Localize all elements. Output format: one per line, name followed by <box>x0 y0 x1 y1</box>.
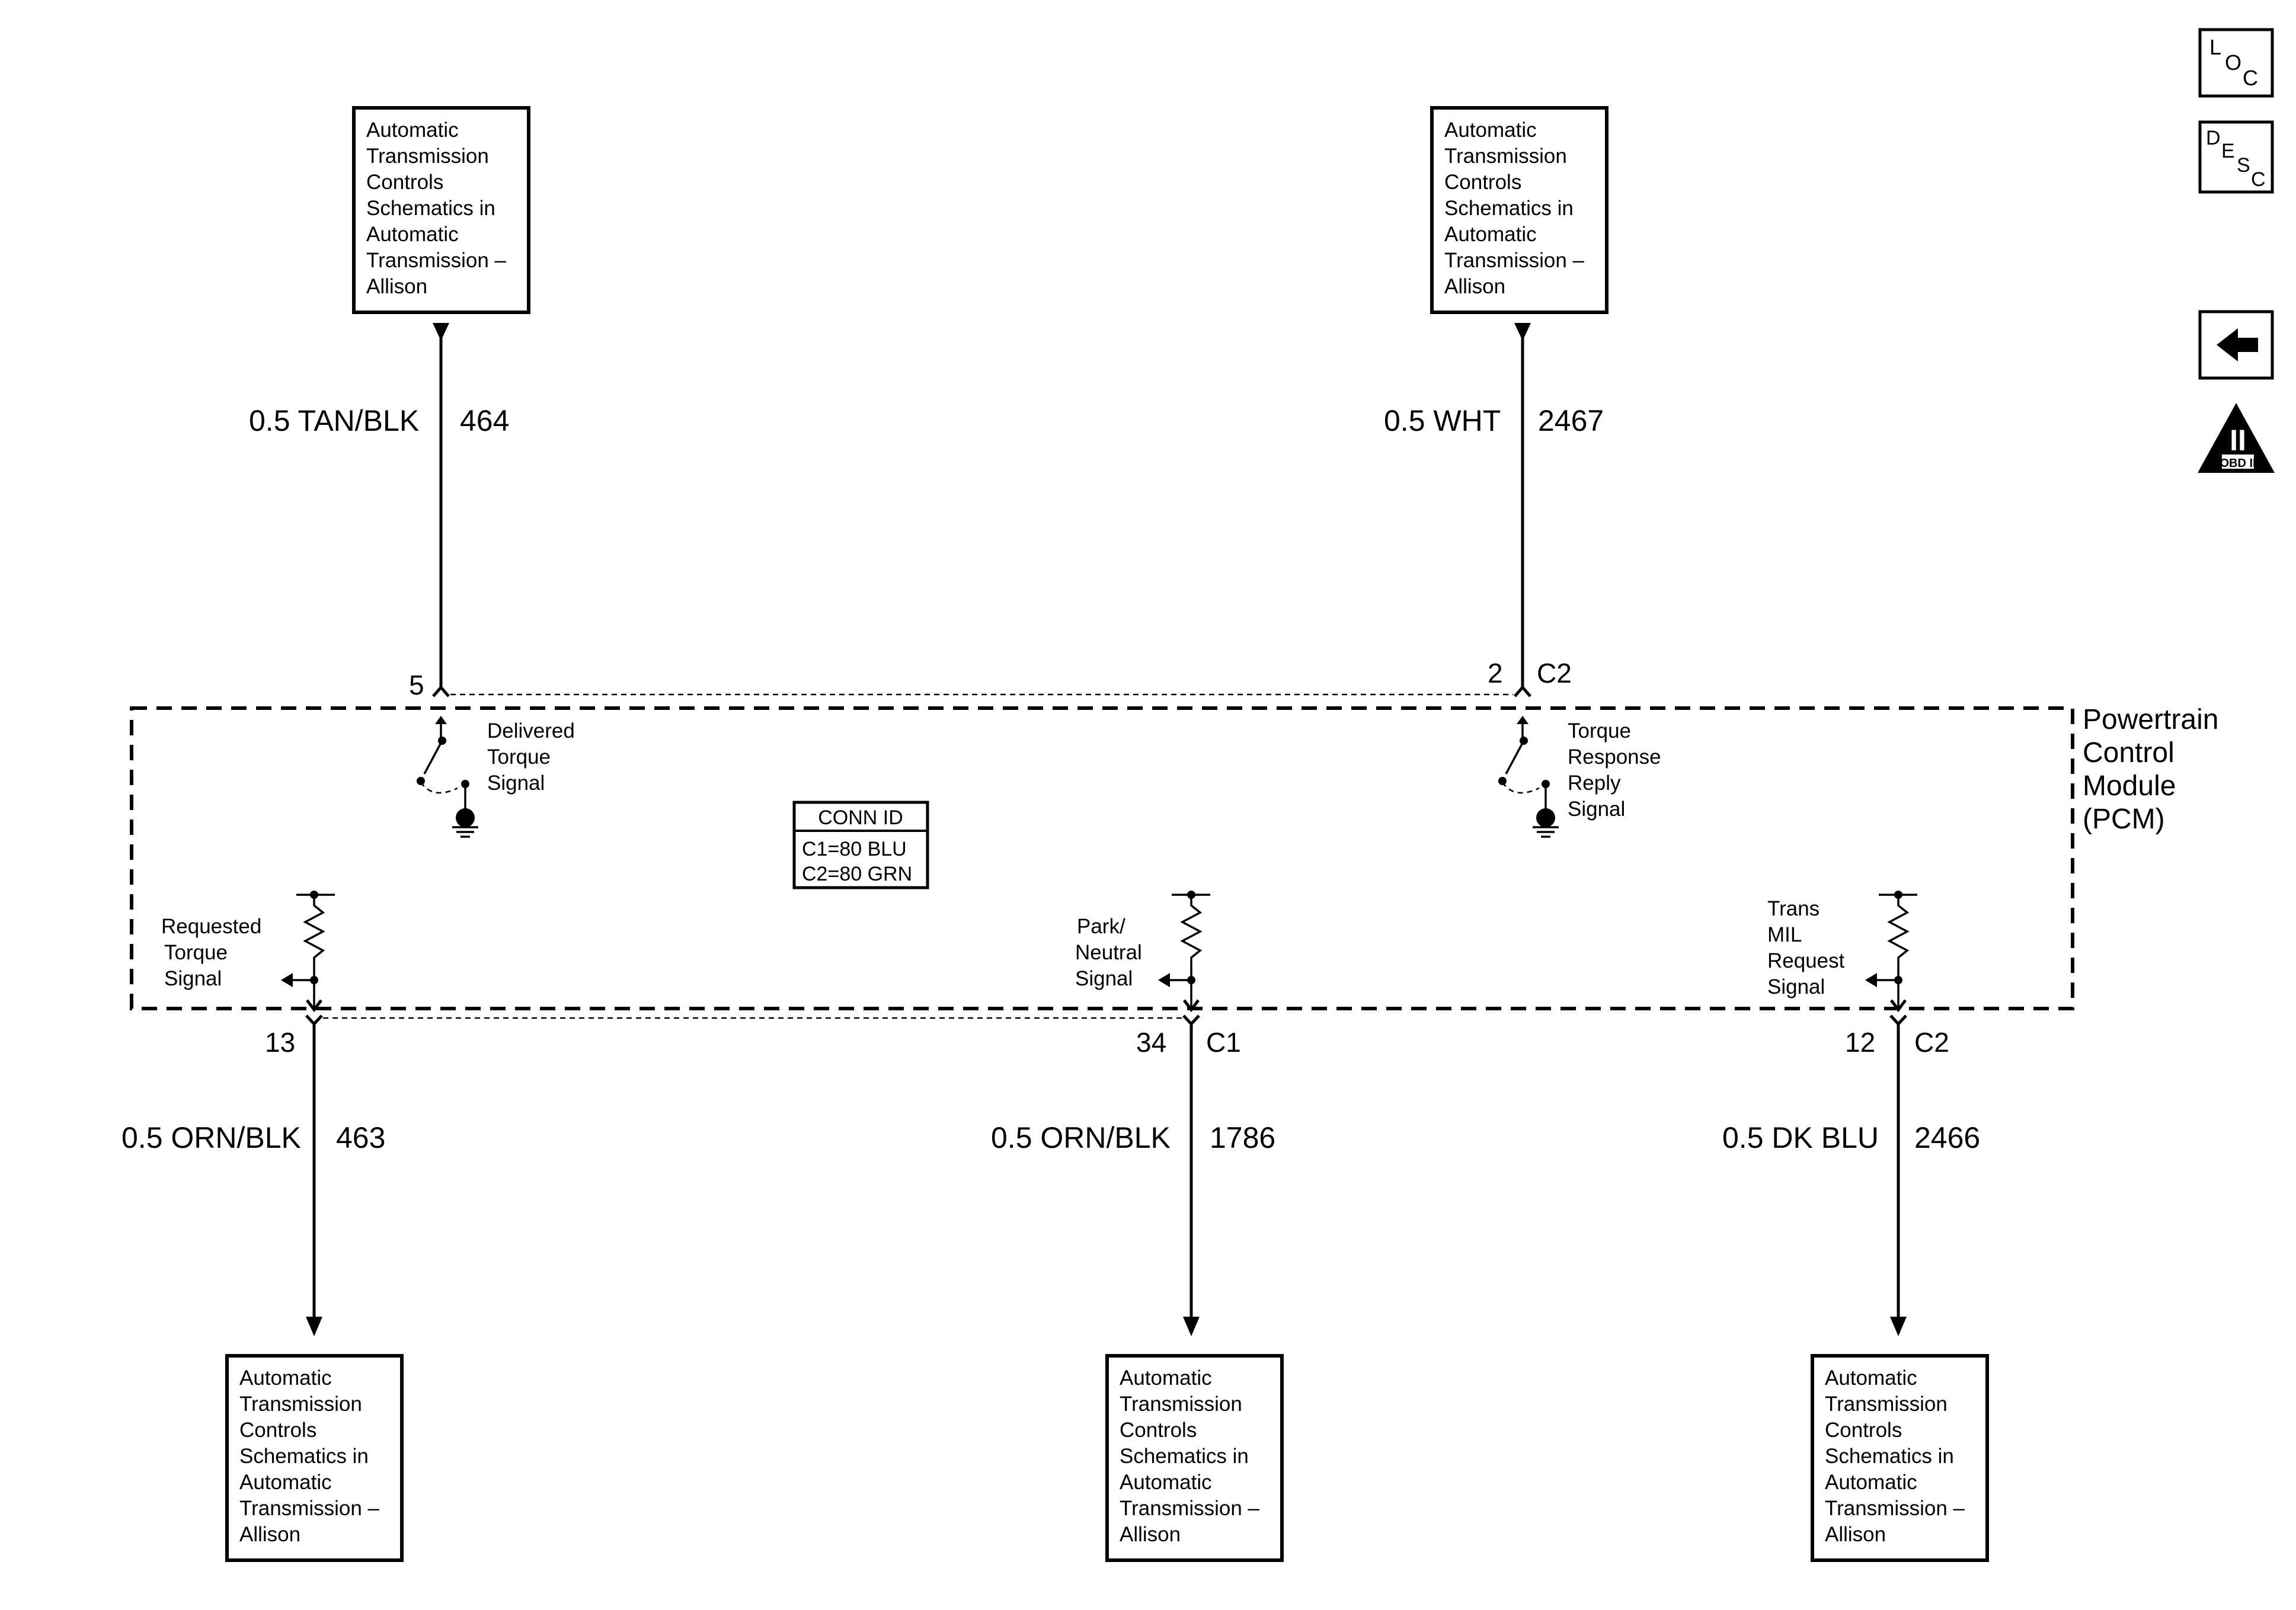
pcm-label: Powertrain Control Module (PCM) <box>2083 704 2227 835</box>
svg-text:Park/ Neutral Sign: Park/ Neutral Signal <box>1075 915 1148 990</box>
pcm-boundary <box>130 706 2074 1010</box>
svg-text:Automatic Transmission: Automatic Transmission Controls Schemati… <box>1444 119 1590 298</box>
pin-number-label: 12 <box>1845 1027 1875 1058</box>
circuit-number-label: 1786 <box>1210 1121 1275 1154</box>
delivered-torque-switch: Delivered Torque Signal <box>417 716 581 838</box>
circuit-number-label: 2467 <box>1538 404 1604 437</box>
wire-color-label: 0.5 TAN/BLK <box>249 404 419 437</box>
pin-number-label: 13 <box>265 1027 295 1058</box>
conn-id-table: CONN ID C1=80 BLU C2=80 GRN <box>792 801 929 889</box>
circuit-number-label: 463 <box>336 1121 385 1154</box>
svg-text:O: O <box>2225 50 2241 75</box>
svg-text:Automatic Transmission: Automatic Transmission Controls Schemati… <box>366 119 512 298</box>
svg-text:D: D <box>2206 127 2221 149</box>
svg-text:CONN ID: CONN ID <box>818 806 903 829</box>
loc-button[interactable]: L O C <box>2198 28 2274 98</box>
wire-color-label: 0.5 WHT <box>1384 404 1501 437</box>
destination-box-bottom-middle[interactable]: Automatic Transmission Controls Schemati… <box>1105 1354 1284 1562</box>
wire-color-label: 0.5 DK BLU <box>1722 1121 1879 1154</box>
destination-box-bottom-right[interactable]: Automatic Transmission Controls Schemati… <box>1811 1354 1989 1562</box>
wire-1786: 34 C1 0.5 ORN/BLK 1786 <box>991 1014 1275 1336</box>
pin-number-label: 2 <box>1488 658 1503 689</box>
obd-ii-button[interactable]: II OBD II <box>2198 403 2275 473</box>
svg-text:Trans MIL Request: Trans MIL Request Signal <box>1767 897 1850 998</box>
svg-text:Automatic Transmission: Automatic Transmission Controls Schemati… <box>1825 1366 1971 1546</box>
circuit-number-label: 464 <box>460 404 509 437</box>
trans-mil-request-circuit: Trans MIL Request Signal <box>1767 891 1917 1013</box>
svg-text:C2=80 GRN: C2=80 GRN <box>802 863 912 885</box>
torque-response-switch: Torque Response Reply Signal <box>1498 716 1667 838</box>
svg-text:Automatic Transmission: Automatic Transmission Controls Schemati… <box>1120 1366 1265 1546</box>
svg-text:OBD II: OBD II <box>2220 457 2256 470</box>
desc-button[interactable]: D E S C <box>2198 120 2274 194</box>
svg-text:E: E <box>2221 140 2235 162</box>
connector-label: C2 <box>1537 658 1572 689</box>
svg-text:C1=80 BLU: C1=80 BLU <box>802 838 907 860</box>
requested-torque-circuit: Requested Torque Signal <box>161 891 335 1013</box>
connector-label: C2 <box>1914 1027 1949 1058</box>
svg-text:II: II <box>2230 424 2246 457</box>
back-button[interactable] <box>2198 310 2274 380</box>
svg-text:Delivered Torque S: Delivered Torque Signal <box>487 719 581 795</box>
svg-text:Torque Response Re: Torque Response Reply Signal <box>1568 719 1667 821</box>
destination-box-top-left[interactable]: Automatic Transmission Controls Schemati… <box>352 106 530 314</box>
svg-text:L: L <box>2209 35 2221 59</box>
wire-464: 0.5 TAN/BLK 464 5 <box>249 323 509 700</box>
pin-number-label: 34 <box>1136 1027 1166 1058</box>
svg-text:Requested Torque S: Requested Torque Signal <box>161 915 267 990</box>
wire-463: 13 0.5 ORN/BLK 463 <box>121 1014 385 1336</box>
svg-text:S: S <box>2237 154 2250 177</box>
back-arrow-icon <box>2217 328 2258 361</box>
svg-text:C: C <box>2243 66 2258 90</box>
connector-label: C1 <box>1206 1027 1241 1058</box>
wire-color-label: 0.5 ORN/BLK <box>121 1121 301 1154</box>
destination-box-top-right[interactable]: Automatic Transmission Controls Schemati… <box>1430 106 1609 314</box>
svg-text:C: C <box>2251 168 2266 191</box>
wire-color-label: 0.5 ORN/BLK <box>991 1121 1171 1154</box>
wire-2466: 12 C2 0.5 DK BLU 2466 <box>1722 1014 1980 1336</box>
park-neutral-circuit: Park/ Neutral Signal <box>1075 891 1210 1013</box>
obd-ii-warning-icon <box>2198 403 2275 473</box>
circuit-number-label: 2466 <box>1914 1121 1980 1154</box>
destination-box-bottom-left[interactable]: Automatic Transmission Controls Schemati… <box>225 1354 404 1562</box>
wire-2467: 0.5 WHT 2467 2 C2 <box>1384 323 1604 697</box>
svg-text:Automatic Transmission: Automatic Transmission Controls Schemati… <box>239 1366 385 1546</box>
pin-number-label: 5 <box>409 670 424 700</box>
